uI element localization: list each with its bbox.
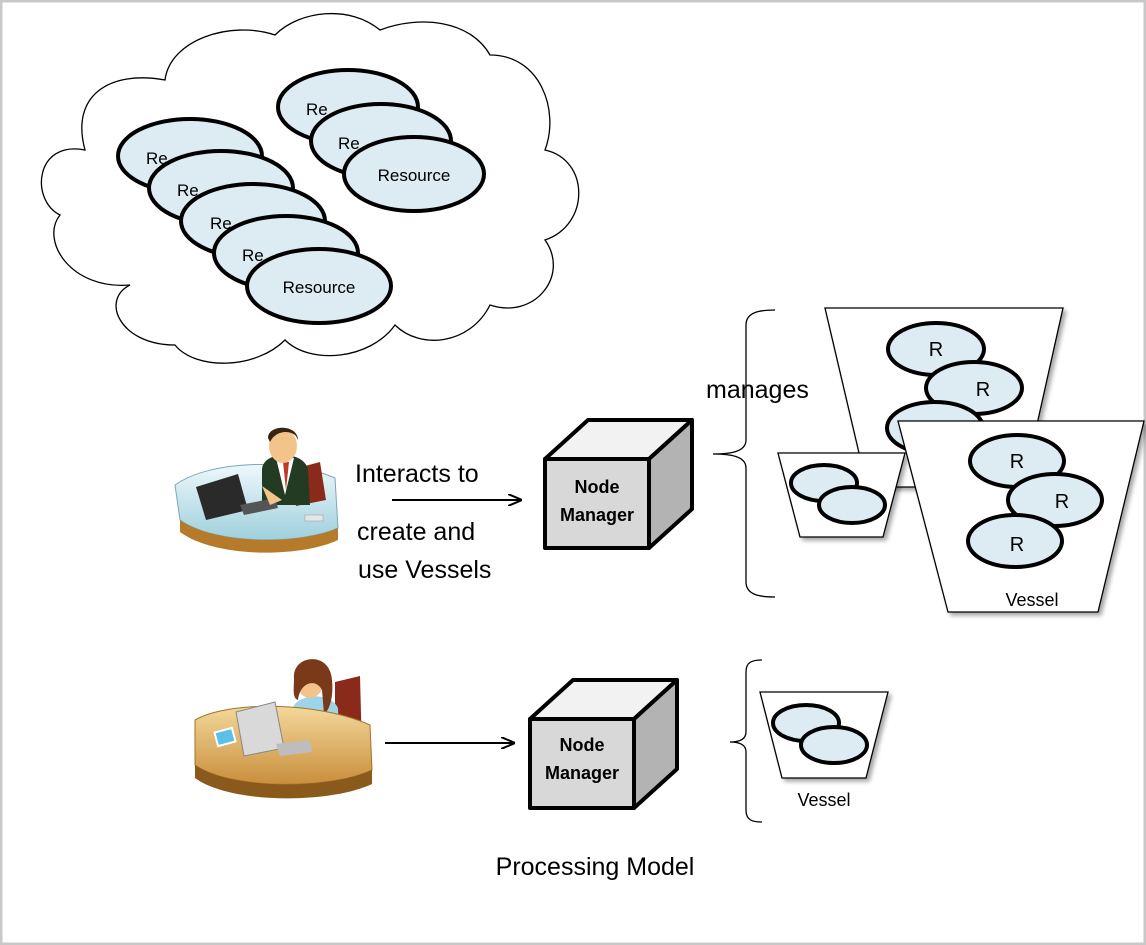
manages-label: manages xyxy=(706,376,809,404)
resource-label: R xyxy=(929,339,943,361)
node-manager-label-line2: Manager xyxy=(560,505,634,525)
resource-cloud xyxy=(40,13,580,364)
resource-ellipse xyxy=(245,247,393,325)
businessman-at-desk-icon xyxy=(174,427,339,553)
vessel-label: Vessel xyxy=(797,790,850,810)
vessel-label: Vessel xyxy=(1005,590,1058,610)
node-manager-label-line1: Node xyxy=(575,477,620,497)
resource-label: Re xyxy=(338,134,360,153)
interaction-label-line2: create and xyxy=(357,518,475,546)
node-manager-cube-bottom xyxy=(528,678,679,810)
resource-label: Resource xyxy=(378,166,451,185)
resource-label: Re xyxy=(306,100,328,119)
interaction-label-line1: Interacts to xyxy=(355,460,479,488)
node-manager-cube xyxy=(543,418,694,550)
vessel-large-front: R R R Vessel xyxy=(897,420,1145,613)
diagram-caption: Processing Model xyxy=(496,853,695,881)
resource-ellipse xyxy=(799,725,869,765)
resource-label: Resource xyxy=(283,278,356,297)
resource-label: Re xyxy=(177,181,199,200)
interaction-label-line3: use Vessels xyxy=(358,556,491,584)
resource-label: R xyxy=(1010,534,1024,556)
resource-label: Re xyxy=(242,246,264,265)
resource-ellipse xyxy=(817,485,887,525)
node-manager-label-line1: Node xyxy=(560,735,605,755)
businesswoman-at-desk-icon xyxy=(194,659,373,799)
resource-group-left xyxy=(116,117,393,325)
resource-ellipse xyxy=(342,135,486,213)
manages-brace xyxy=(712,309,776,598)
vessel-small xyxy=(777,452,906,538)
vessel-bottom: Vessel xyxy=(759,691,889,810)
resource-group-right xyxy=(276,68,486,213)
resource-label: Re xyxy=(210,214,232,233)
resource-label: R xyxy=(1055,491,1069,513)
resource-label: R xyxy=(976,379,990,401)
resource-label: R xyxy=(1010,451,1024,473)
node-manager-label-line2: Manager xyxy=(545,763,619,783)
manages-brace-bottom xyxy=(729,659,763,823)
resource-ellipse xyxy=(966,513,1064,569)
resource-label: Re xyxy=(146,149,168,168)
